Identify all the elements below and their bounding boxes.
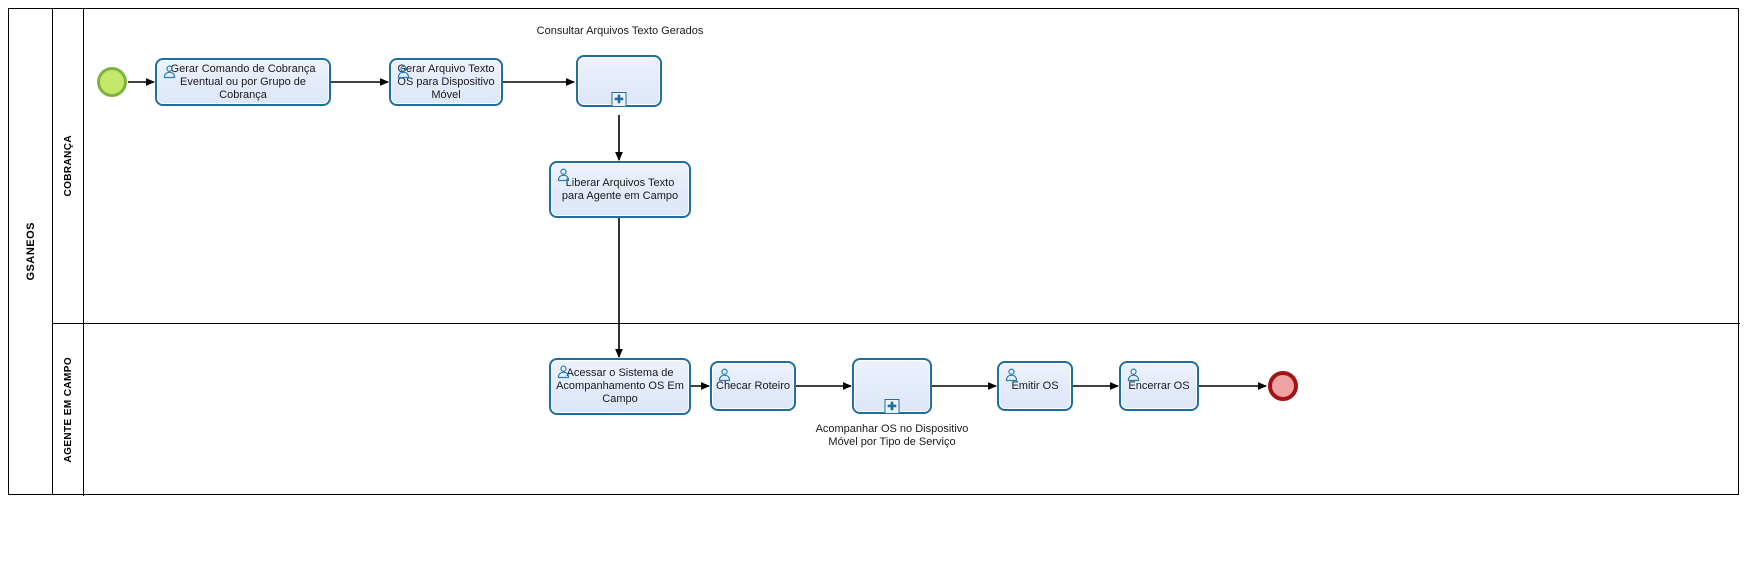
start-event[interactable] (97, 67, 127, 97)
pool-header: GSANEOS (9, 9, 53, 494)
task-label: Gerar Arquivo Texto OS para Dispositivo … (397, 62, 495, 101)
task-label: Acessar o Sistema de Acompanhamento OS E… (556, 367, 684, 405)
subprocess-label-consultar-arquivos: Consultar Arquivos Texto Gerados (536, 25, 704, 37)
task-encerrar-os[interactable]: Encerrar OS (1119, 361, 1199, 411)
lane-agente-em-campo: AGENTE EM CAMPO (53, 324, 1740, 496)
lane-header-cobranca: COBRANÇA (53, 9, 84, 323)
lane-label-agente: AGENTE EM CAMPO (62, 357, 74, 463)
lane-label-cobranca: COBRANÇA (62, 135, 74, 197)
subprocess-consultar-arquivos-texto-gerados[interactable] (576, 55, 662, 107)
task-label: Encerrar OS (1128, 379, 1190, 392)
task-emitir-os[interactable]: Emitir OS (997, 361, 1073, 411)
end-event[interactable] (1268, 371, 1298, 401)
subprocess-plus-icon (611, 92, 627, 107)
task-label: Gerar Comando de Cobrança Eventual ou po… (170, 62, 316, 101)
task-liberar-arquivos-texto[interactable]: Liberar Arquivos Texto para Agente em Ca… (549, 161, 691, 218)
pool-label: GSANEOS (24, 222, 37, 281)
lane-header-agente: AGENTE EM CAMPO (53, 324, 84, 496)
subprocess-label-acompanhar-os: Acompanhar OS no Dispositivo Móvel por T… (815, 423, 969, 448)
task-label: Liberar Arquivos Texto para Agente em Ca… (561, 176, 679, 202)
task-label: Emitir OS (1011, 379, 1059, 392)
lane-cobranca: COBRANÇA (53, 9, 1740, 324)
task-checar-roteiro[interactable]: Checar Roteiro (710, 361, 796, 411)
task-label: Checar Roteiro (716, 379, 790, 392)
subprocess-plus-icon (884, 399, 900, 414)
subprocess-acompanhar-os-no-dispositivo-movel[interactable] (852, 358, 932, 414)
task-gerar-comando-de-cobranca[interactable]: Gerar Comando de Cobrança Eventual ou po… (155, 58, 331, 106)
task-acessar-o-sistema-de-acompanhamento[interactable]: Acessar o Sistema de Acompanhamento OS E… (549, 358, 691, 415)
task-gerar-arquivo-texto-os[interactable]: Gerar Arquivo Texto OS para Dispositivo … (389, 58, 503, 106)
